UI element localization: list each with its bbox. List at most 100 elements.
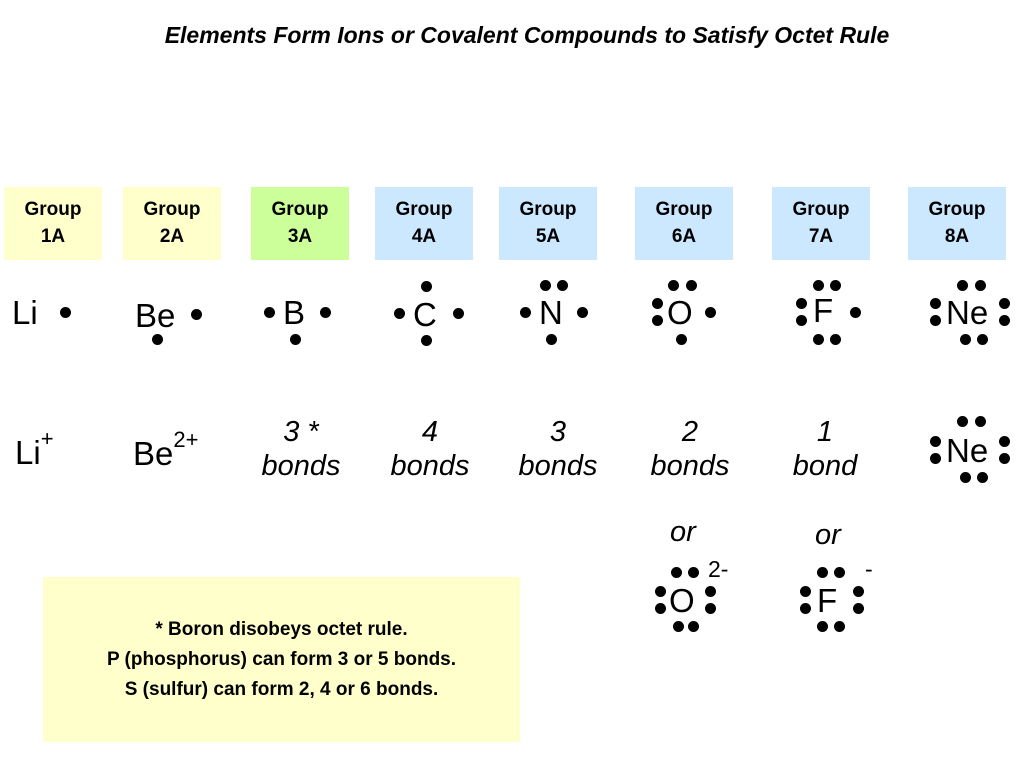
bonds-carbon: 4 bonds [375, 415, 485, 483]
electron-dot [960, 472, 971, 483]
group-number: 8A [944, 226, 970, 247]
or-label-fluorine: or [815, 519, 841, 551]
group-label: Group [519, 199, 577, 220]
electron-dot [999, 453, 1010, 464]
or-label-oxygen: or [670, 516, 696, 548]
bonds-oxygen: 2 bonds [635, 415, 745, 483]
electron-dot [652, 298, 663, 309]
group-number: 6A [671, 226, 697, 247]
electron-dot [930, 453, 941, 464]
ion-symbol: Li [15, 434, 41, 471]
bond-count: 1 [816, 416, 834, 448]
slide-title: Elements Form Ions or Covalent Compounds… [164, 22, 890, 48]
electron-dot [655, 603, 666, 614]
electron-dot [960, 334, 971, 345]
electron-dot [421, 281, 432, 292]
electron-dot [957, 280, 968, 291]
element-ne: Ne [946, 294, 989, 331]
ion-charge-fluoride: - [865, 556, 873, 582]
ion-charge: 2+ [173, 427, 199, 452]
electron-dot [999, 315, 1010, 326]
electron-dot [977, 334, 988, 345]
group-label: Group [395, 199, 453, 220]
ion-symbol: Be [133, 435, 174, 472]
electron-dot [655, 586, 666, 597]
electron-dot [817, 621, 828, 632]
group-label: Group [792, 199, 850, 220]
electron-dot [796, 298, 807, 309]
ion-oxide: O [669, 582, 695, 619]
electron-dot [671, 567, 682, 578]
group-number: 3A [287, 226, 313, 247]
note-line: S (sulfur) can form 2, 4 or 6 bonds. [124, 679, 439, 700]
bond-label: bonds [650, 450, 730, 482]
bond-label: bonds [261, 450, 341, 482]
electron-dot [191, 309, 202, 320]
electron-dot [546, 334, 557, 345]
group-number: 2A [159, 226, 185, 247]
bond-label: bonds [518, 450, 598, 482]
group-label: Group [928, 199, 986, 220]
note-box: * Boron disobeys octet rule. P (phosphor… [43, 577, 520, 742]
group-number: 4A [411, 226, 437, 247]
ion-be-2plus: Be2+ [133, 429, 198, 472]
group-label: Group [24, 199, 82, 220]
electron-dot [673, 621, 684, 632]
group-6a-header: Group 6A [635, 187, 733, 260]
element-be: Be [135, 297, 176, 334]
electron-dot [686, 280, 697, 291]
electron-dot [705, 307, 716, 318]
element-c: C [413, 296, 437, 333]
group-label: Group [655, 199, 713, 220]
electron-dot [930, 298, 941, 309]
electron-dot [705, 586, 716, 597]
electron-dot [520, 307, 531, 318]
bonds-nitrogen: 3 bonds [503, 415, 613, 483]
electron-dot [668, 280, 679, 291]
electron-dot [264, 307, 275, 318]
bond-count: 3 * [283, 416, 319, 448]
electron-dot [834, 567, 845, 578]
electron-dot [453, 308, 464, 319]
element-n: N [539, 294, 563, 331]
electron-dot [957, 416, 968, 427]
element-f: F [813, 292, 834, 329]
bonds-boron: 3 * bonds [246, 415, 356, 483]
electron-dot [152, 334, 163, 345]
group-number: 1A [40, 226, 66, 247]
electron-dot [540, 280, 551, 291]
group-number: 7A [808, 226, 834, 247]
electron-dot [830, 280, 841, 291]
element-li: Li [12, 294, 38, 331]
group-5a-header: Group 5A [499, 187, 597, 260]
electron-dot [800, 586, 811, 597]
electron-dot [977, 472, 988, 483]
electron-dot [320, 307, 331, 318]
electron-dot [421, 335, 432, 346]
group-2a-header: Group 2A [123, 187, 221, 260]
electron-dot [676, 334, 687, 345]
note-line: * Boron disobeys octet rule. [155, 619, 408, 640]
bond-label: bond [792, 450, 858, 482]
electron-dot [688, 567, 699, 578]
element-b: B [283, 294, 306, 331]
electron-dot [930, 436, 941, 447]
electron-dot [813, 334, 824, 345]
ion-ne: Ne [946, 432, 989, 469]
ion-charge: + [40, 426, 54, 451]
ion-li-plus: Li+ [15, 428, 54, 471]
electron-dot [853, 586, 864, 597]
bond-label: bonds [390, 450, 470, 482]
electron-dot [577, 307, 588, 318]
ion-charge-oxide: 2- [708, 556, 729, 582]
note-line: P (phosphorus) can form 3 or 5 bonds. [106, 649, 457, 670]
electron-dot [394, 308, 405, 319]
electron-dot [796, 315, 807, 326]
electron-dot [800, 603, 811, 614]
electron-dot [930, 315, 941, 326]
electron-dot [999, 436, 1010, 447]
electron-dot [834, 621, 845, 632]
group-label: Group [271, 199, 329, 220]
electron-dot [975, 416, 986, 427]
electron-dot [652, 315, 663, 326]
